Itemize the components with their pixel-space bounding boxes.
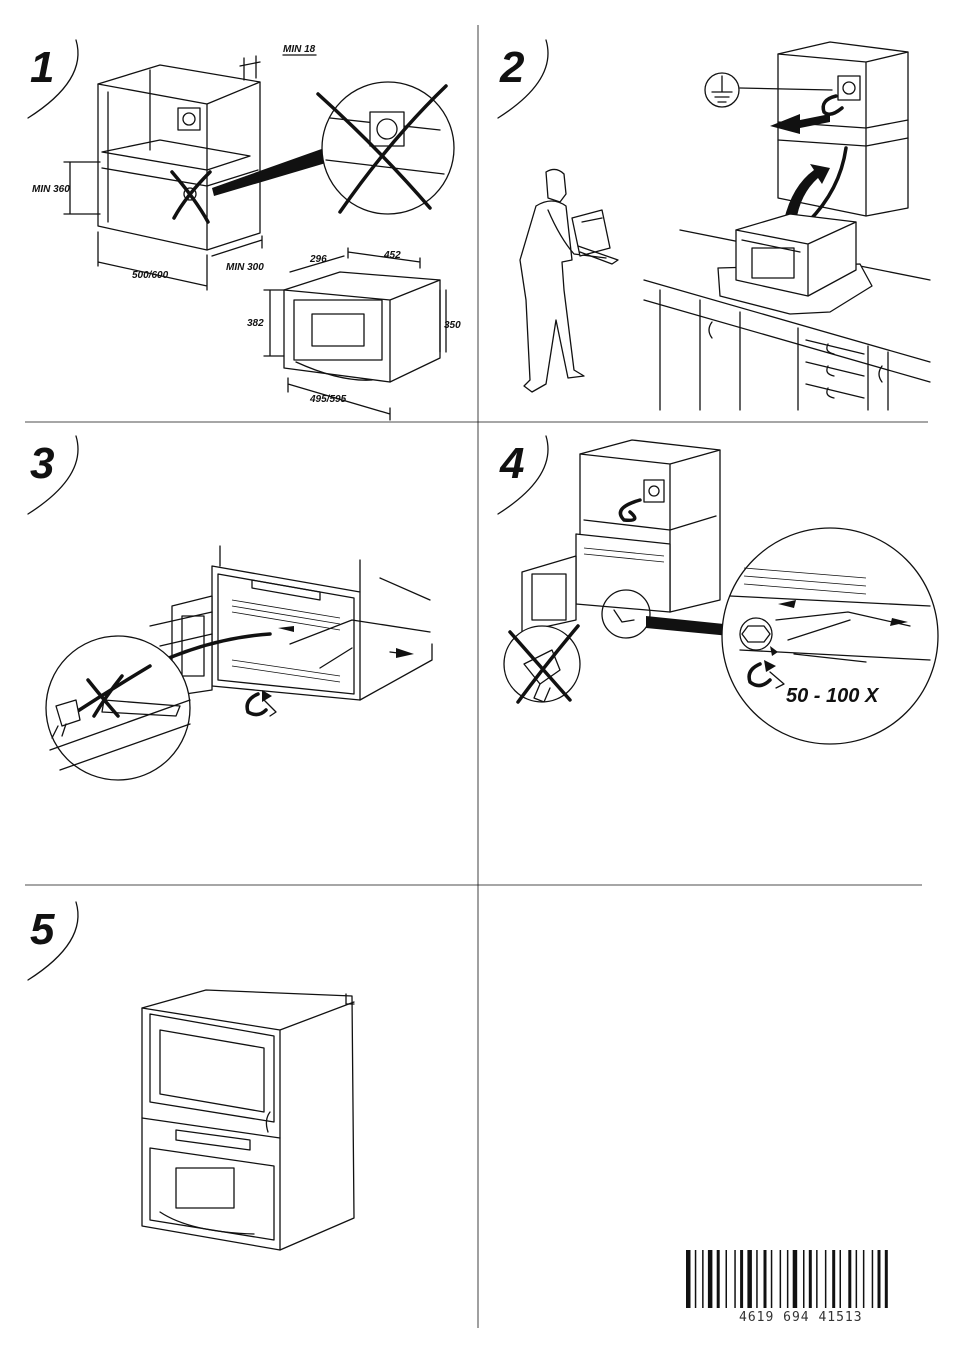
dim-350: 350 [444,320,461,331]
barcode-bar [686,1250,691,1308]
step-2-panel: 2 [497,39,931,411]
barcode-bar [792,1250,798,1308]
dim-495-595: 495/595 [309,394,347,405]
step-2-number: 2 [499,43,525,92]
barcode-bars [686,1250,888,1308]
barcode-bar [824,1250,827,1308]
barcode-bar [786,1250,789,1308]
barcode-bar [832,1250,836,1308]
barcode-bar [779,1250,782,1308]
dim-min-18: MIN 18 [283,44,316,55]
tall-cabinet-with-oven [521,439,730,639]
barcode-bar [871,1250,874,1308]
barcode-bar [694,1250,697,1308]
person-carrying-appliance [519,168,619,393]
microwave-on-packaging [717,213,873,315]
microwave-dimension-drawing [263,247,447,421]
step-5-panel: 5 [27,901,355,1251]
wall-cabinet-drawing [770,41,909,224]
step-5-number-badge: 5 [27,901,79,981]
cable-zoom-crossed-plug [45,632,272,781]
barcode-bar [884,1250,888,1308]
barcode: 4619 694 41513 [686,1250,888,1325]
barcode-bar [716,1250,720,1308]
barcode-bar [848,1250,852,1308]
barcode-bar [734,1250,736,1308]
dim-500-600: 500/600 [132,270,169,281]
step-3-number-badge: 3 [27,435,79,515]
barcode-bar [770,1250,773,1308]
dim-296: 296 [309,254,327,265]
hex-bolt-zoom [721,527,939,745]
barcode-bar [839,1250,841,1308]
step-4-panel: 4 [497,435,939,745]
step-1-panel: 1 [27,39,461,421]
dim-382: 382 [247,318,264,329]
rotate-tool-icon [245,690,277,717]
barcode-bar [877,1250,881,1308]
installed-cabinet-final [141,989,355,1251]
step-1-number: 1 [30,43,54,92]
barcode-bar [725,1250,727,1308]
cabinet-niche-drawing [63,55,263,291]
socket-zoom-crossed [212,81,455,215]
ground-symbol-icon [704,72,833,108]
turns-label: 50 - 100 X [786,685,880,707]
drill-crossed [503,624,581,704]
barcode-bar [862,1250,865,1308]
dim-452: 452 [383,250,401,261]
barcode-number: 4619 694 41513 [739,1310,863,1325]
barcode-bar [707,1250,713,1308]
dim-min-300: MIN 300 [226,262,264,273]
step-1-number-badge: 1 [27,39,79,119]
microwave-in-niche-open-door [149,545,433,701]
barcode-bar [740,1250,744,1308]
step-4-number: 4 [499,439,524,488]
step-3-number: 3 [30,439,54,488]
step-3-panel: 3 [27,435,433,781]
dim-min-360: MIN 360 [32,184,70,195]
barcode-bar [702,1250,704,1308]
barcode-bar [763,1250,767,1308]
barcode-bar [803,1250,805,1308]
step-4-number-badge: 4 [497,435,549,515]
barcode-bar [747,1250,752,1308]
barcode-bar [808,1250,812,1308]
barcode-bar [855,1250,858,1308]
barcode-bar [756,1250,758,1308]
barcode-bar [816,1250,818,1308]
step-2-number-badge: 2 [497,39,549,119]
panel-dividers [25,25,928,1328]
step-5-number: 5 [30,905,55,954]
